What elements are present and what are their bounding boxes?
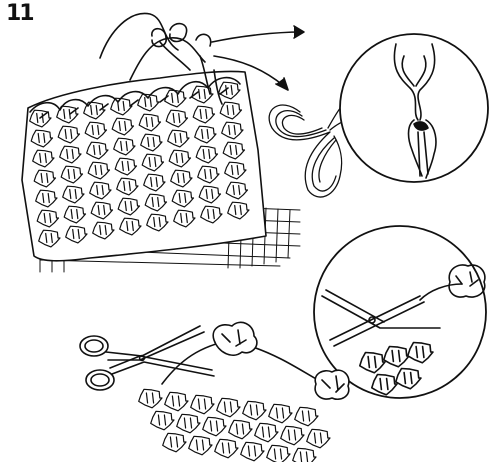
bottom-stitch-bump bbox=[243, 401, 266, 420]
bottom-stitch-bump bbox=[177, 414, 200, 433]
bottom-stitch-bump bbox=[139, 389, 162, 408]
bottom-stitch-bump bbox=[281, 426, 304, 445]
bottom-stitch-bump bbox=[191, 395, 214, 414]
bottom-stitch-bump bbox=[165, 392, 188, 411]
bottom-stitch-bump bbox=[203, 417, 226, 436]
bottom-stitch-bump bbox=[215, 439, 238, 458]
arrow-upper bbox=[212, 32, 302, 42]
bottom-stitch-bump bbox=[163, 433, 186, 452]
bottom-stitch-bump bbox=[241, 442, 264, 461]
bottom-swatch bbox=[139, 389, 330, 462]
bottom-stitch-bump bbox=[151, 411, 174, 430]
bottom-stitch-bump bbox=[229, 420, 252, 439]
bottom-stitch-bump bbox=[267, 445, 290, 462]
bottom-stitch-bump bbox=[269, 404, 292, 423]
bottom-stitch-bump bbox=[255, 423, 278, 442]
pompom-top bbox=[213, 322, 257, 355]
scissors bbox=[80, 326, 214, 390]
bottom-stitch-bump bbox=[293, 448, 316, 462]
knitted-swatch bbox=[22, 13, 300, 272]
detail-circle-knot bbox=[340, 34, 488, 182]
bottom-stitch-bump bbox=[295, 407, 318, 426]
bottom-stitch-bump bbox=[307, 429, 330, 448]
bottom-stitch-bump bbox=[189, 436, 212, 455]
bottom-stitch-bump bbox=[217, 398, 240, 417]
